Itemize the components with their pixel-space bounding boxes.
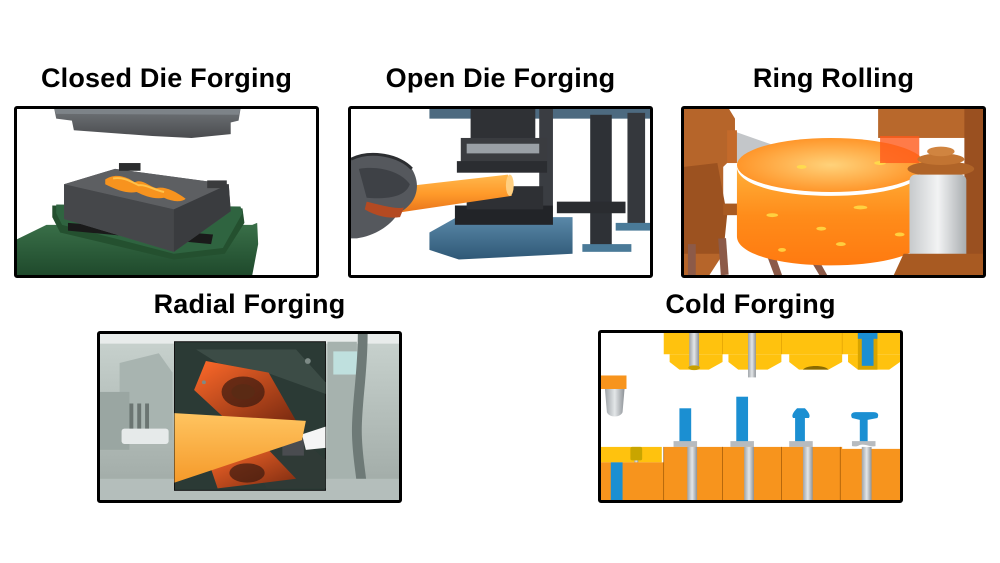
radial-forging-inset (174, 341, 326, 491)
panel-open-die-forging (348, 106, 653, 278)
panel-radial-forging (97, 331, 402, 503)
title-cold-forging: Cold Forging (665, 289, 836, 319)
open-die-illustration (351, 109, 650, 260)
panel-cold-forging (598, 330, 903, 503)
radial-forging-illustration (100, 334, 399, 500)
ring-rolling-illustration (684, 109, 983, 275)
title-open-die-forging: Open Die Forging (385, 63, 616, 93)
panel-ring-rolling (681, 106, 986, 278)
closed-die-illustration (17, 109, 259, 275)
title-closed-die-forging: Closed Die Forging (40, 63, 293, 93)
title-ring-rolling: Ring Rolling (752, 63, 915, 93)
title-radial-forging: Radial Forging (153, 289, 346, 319)
cold-forging-illustration (601, 333, 900, 500)
panel-closed-die-forging (14, 106, 319, 278)
